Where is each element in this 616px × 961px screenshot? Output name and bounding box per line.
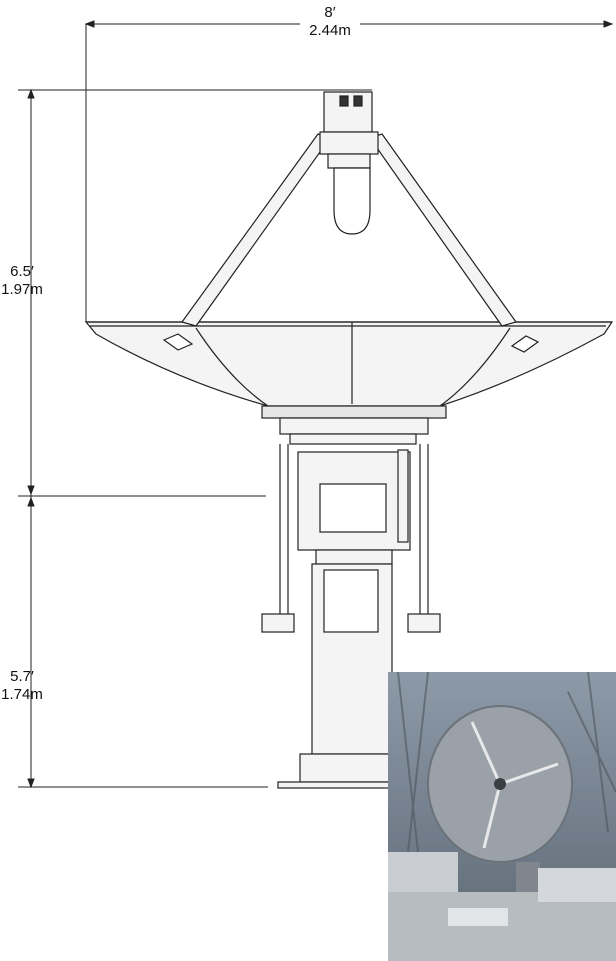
height-arrow-mid-down: [27, 496, 35, 507]
width-meters: 2.44m: [309, 22, 351, 39]
height-arrow-mid-up: [27, 485, 35, 496]
mast-panel: [323, 569, 379, 633]
antenna-photo-icon: [388, 672, 616, 961]
height-lower-feet: 5.7′: [10, 668, 34, 685]
dish-reflector: [84, 321, 614, 419]
feed-support: [181, 91, 517, 327]
height-arrow-top: [27, 88, 35, 99]
antenna-photo: [388, 672, 616, 961]
height-arrow-bottom: [27, 778, 35, 789]
width-arrow-right: [603, 20, 614, 28]
drive-panel: [319, 483, 387, 533]
feed-horn: [333, 167, 371, 235]
bracket-left: [162, 333, 194, 351]
width-feet: 8′: [324, 4, 336, 21]
bracket-right: [510, 335, 540, 353]
clamp-left: [261, 613, 295, 633]
height-upper-meters: 1.97m: [1, 281, 43, 298]
height-lower-label: 5.7′ 1.74m: [0, 668, 44, 704]
clamp-right: [407, 613, 441, 633]
dimension-lines: [18, 20, 614, 789]
width-label: 8′ 2.44m: [300, 4, 360, 40]
width-arrow-left: [84, 20, 95, 28]
height-upper-label: 6.5′ 1.97m: [0, 263, 44, 299]
height-upper-feet: 6.5′: [10, 263, 34, 280]
height-lower-meters: 1.74m: [1, 686, 43, 703]
pedestal: [261, 417, 441, 789]
base-column: [299, 753, 401, 783]
